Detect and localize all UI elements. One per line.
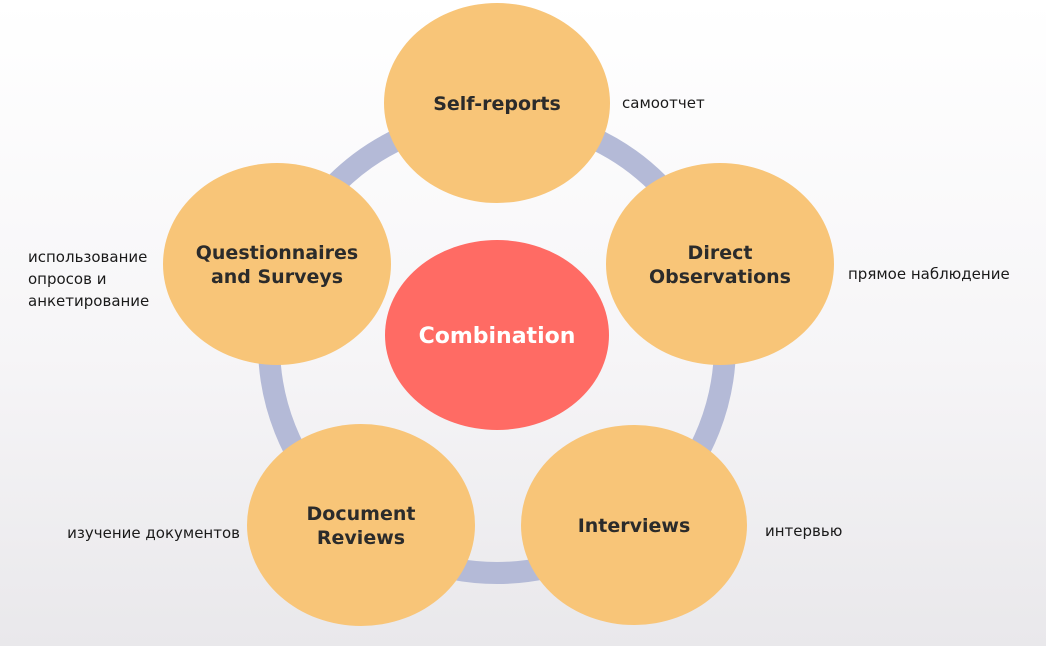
annotation-questionnaires-surveys: анкетирование — [28, 292, 149, 310]
node-direct-observations-shape — [606, 163, 834, 365]
node-interviews-label: Interviews — [578, 515, 691, 537]
annotation-questionnaires-surveys: использование — [28, 248, 147, 266]
node-questionnaires-surveys-label: Questionnaires — [196, 242, 358, 264]
node-questionnaires-surveys-label: and Surveys — [211, 266, 343, 288]
node-document-reviews-label: Reviews — [317, 527, 405, 549]
annotation-interviews: интервью — [765, 522, 842, 540]
node-questionnaires-surveys-shape — [163, 163, 391, 365]
center-node-shape — [385, 240, 609, 430]
center-node-label: Combination — [419, 324, 576, 349]
annotations-layer: самоотчет прямое наблюдение интервью изучен… — [28, 94, 1010, 542]
nodes-layer: Self-reportsDirectObservationsInterviews… — [163, 3, 834, 626]
annotation-self-reports: самоотчет — [622, 94, 705, 112]
node-self-reports: Self-reports — [384, 3, 610, 203]
annotation-questionnaires-surveys: опросов и — [28, 270, 106, 288]
node-interviews: Interviews — [521, 425, 747, 625]
annotation-document-reviews: изучение документов — [67, 524, 240, 542]
center-node: Combination — [385, 240, 609, 430]
annotation-direct-observations: прямое наблюдение — [848, 265, 1010, 283]
node-self-reports-shape — [384, 3, 610, 203]
node-document-reviews-label: Document — [307, 503, 416, 525]
node-direct-observations-label: Observations — [649, 266, 791, 288]
node-self-reports-label: Self-reports — [433, 93, 561, 115]
node-document-reviews-shape — [247, 424, 475, 626]
node-interviews-shape — [521, 425, 747, 625]
node-direct-observations-label: Direct — [688, 242, 753, 264]
